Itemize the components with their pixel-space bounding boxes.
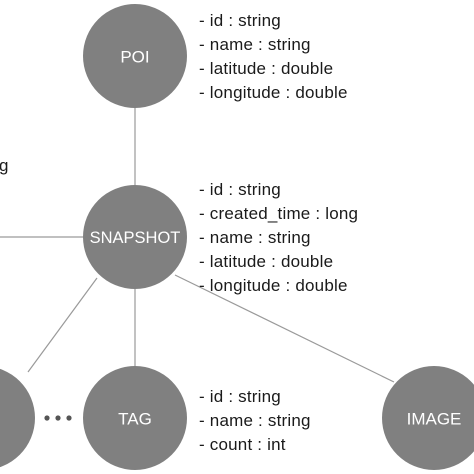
edge-snapshot-image: [174, 274, 395, 383]
ellipsis-dots: [44, 415, 72, 421]
snapshot-attr: - longitude : double: [199, 276, 348, 295]
poi-attr: - id : string: [199, 11, 281, 30]
snapshot-attr: - latitude : double: [199, 252, 333, 271]
tag-attr: - name : string: [199, 411, 311, 430]
tag-attr: - count : int: [199, 435, 286, 454]
edges: [0, 106, 395, 383]
node-snapshot: SNAPSHOT: [83, 185, 187, 289]
snapshot-attributes: - id : string - created_time : long - na…: [199, 180, 358, 295]
poi-attr: - longitude : double: [199, 83, 348, 102]
tag-label: TAG: [118, 410, 152, 429]
image-circle: [382, 366, 474, 470]
tag-attributes: - id : string - name : string - count : …: [199, 387, 311, 454]
ellipsis-dot-3: [66, 415, 72, 421]
node-tag: TAG: [83, 366, 187, 470]
poi-circle: [83, 4, 187, 108]
edge-snapshot-left-partial: [27, 277, 98, 373]
left-partial-circle: [0, 368, 35, 468]
tag-attr: - id : string: [199, 387, 281, 406]
snapshot-attr: - id : string: [199, 180, 281, 199]
snapshot-attr: - name : string: [199, 228, 311, 247]
node-poi: POI: [83, 4, 187, 108]
snapshot-attr: - created_time : long: [199, 204, 358, 223]
poi-label: POI: [120, 48, 149, 67]
poi-attributes: - id : string - name : string - latitude…: [199, 11, 348, 102]
poi-attr: - latitude : double: [199, 59, 333, 78]
node-image: IMAGE: [382, 366, 474, 470]
ellipsis-dot-1: [44, 415, 50, 421]
left-cut-text: g: [0, 156, 8, 175]
node-left-partial: [0, 368, 35, 468]
tag-circle: [83, 366, 187, 470]
poi-attr: - name : string: [199, 35, 311, 54]
image-label: IMAGE: [407, 410, 462, 429]
snapshot-label: SNAPSHOT: [90, 229, 181, 247]
snapshot-circle: [83, 185, 187, 289]
ellipsis-dot-2: [55, 415, 61, 421]
